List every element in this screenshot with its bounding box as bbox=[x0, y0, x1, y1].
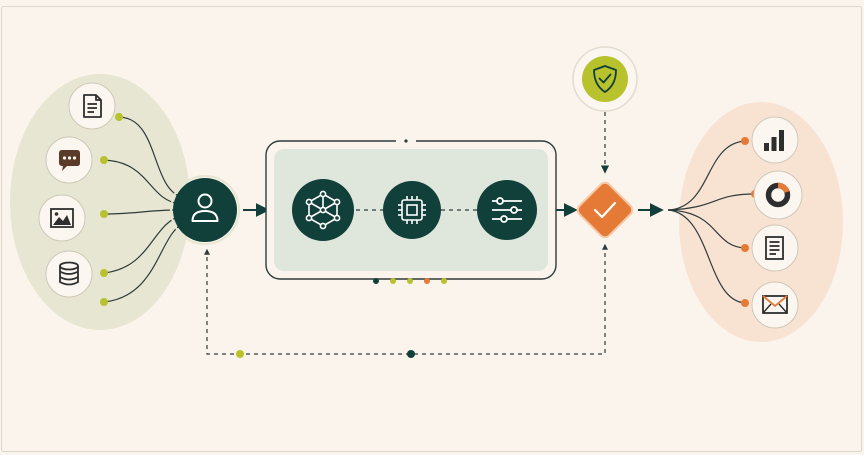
progress-dot bbox=[424, 278, 430, 284]
outer-frame bbox=[1, 6, 862, 452]
output-mail[interactable] bbox=[751, 281, 799, 329]
document-icon bbox=[83, 94, 102, 118]
decision-gate[interactable] bbox=[575, 180, 634, 239]
report-icon bbox=[765, 236, 784, 260]
check-icon bbox=[593, 201, 617, 219]
input-database[interactable] bbox=[45, 250, 93, 298]
network-icon bbox=[305, 190, 341, 230]
chip-icon bbox=[398, 196, 426, 224]
step-network[interactable] bbox=[292, 179, 354, 241]
output-donut-chart[interactable] bbox=[753, 170, 803, 220]
shield-check-icon bbox=[593, 65, 617, 93]
sliders-icon bbox=[492, 197, 522, 223]
database-icon bbox=[59, 261, 79, 286]
step-sliders[interactable] bbox=[477, 180, 537, 240]
progress-dot bbox=[373, 278, 379, 284]
bar-chart-icon bbox=[764, 130, 784, 151]
input-chat[interactable] bbox=[45, 136, 93, 184]
progress-dot bbox=[390, 278, 396, 284]
step-chip[interactable] bbox=[383, 181, 441, 239]
feedback-loop bbox=[204, 243, 608, 358]
mail-icon bbox=[762, 295, 788, 314]
user-hub[interactable] bbox=[170, 175, 240, 245]
chat-icon bbox=[59, 150, 80, 171]
progress-dot bbox=[441, 278, 447, 284]
input-image[interactable] bbox=[38, 194, 86, 242]
progress-dots bbox=[373, 278, 447, 284]
user-icon bbox=[191, 193, 219, 222]
output-report[interactable] bbox=[751, 224, 799, 272]
progress-dot bbox=[407, 278, 413, 284]
input-connector-dots bbox=[100, 113, 123, 306]
image-icon bbox=[50, 208, 74, 228]
input-document[interactable] bbox=[68, 82, 116, 130]
output-connectors bbox=[667, 140, 756, 304]
shield-badge[interactable] bbox=[572, 46, 638, 112]
donut-chart-icon bbox=[765, 182, 791, 208]
output-bar-chart[interactable] bbox=[751, 116, 799, 164]
